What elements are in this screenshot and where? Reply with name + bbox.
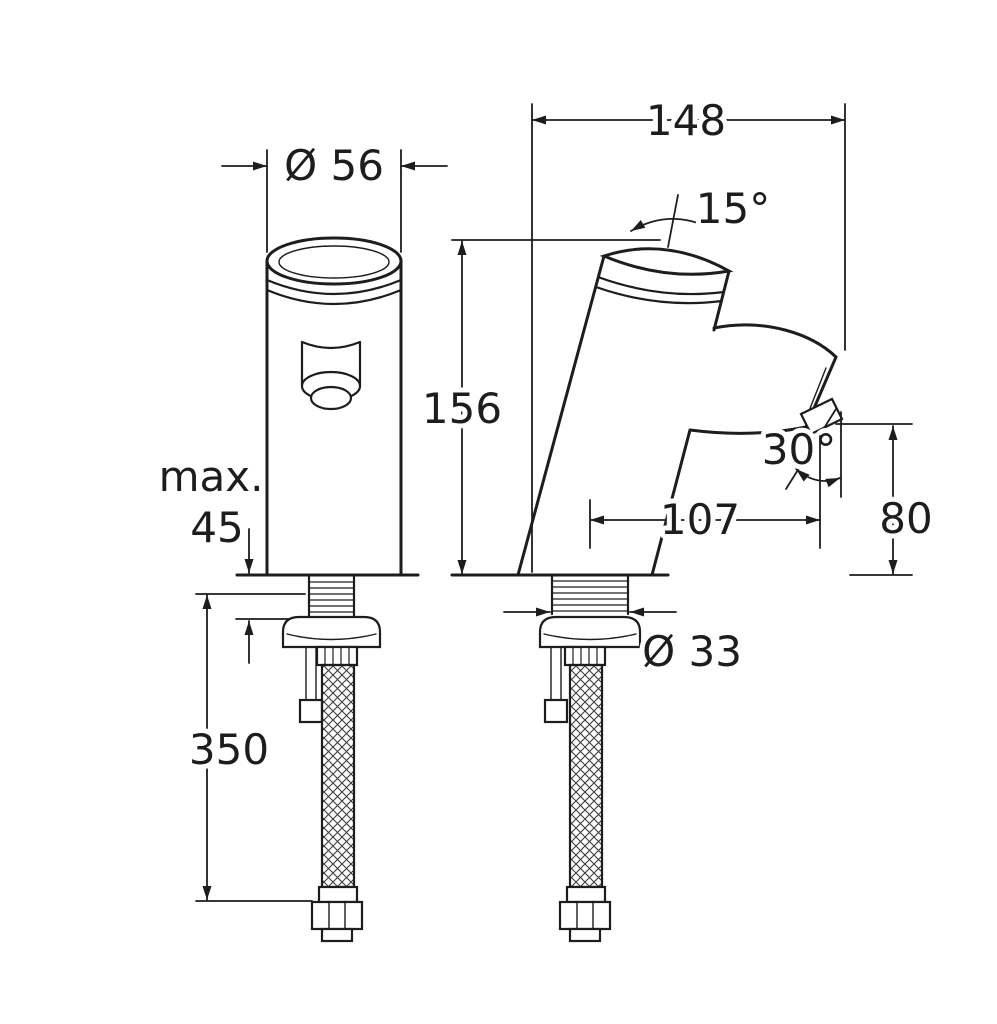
cable-plug <box>543 698 569 724</box>
sensor-cable <box>305 646 317 701</box>
hose-collar <box>563 645 607 667</box>
tap-cap-side <box>599 247 734 276</box>
dim-label-spout-angle: 30° <box>762 425 836 474</box>
dim-label-outlet-height: 80 <box>879 494 932 543</box>
body-right-edge-upper <box>712 269 731 332</box>
dim-label-max-counter-thickness: 45 <box>190 503 243 552</box>
outlet-axis-line <box>785 408 837 490</box>
dim-label-tilt-angle: 15° <box>696 184 770 233</box>
dim-label-overall-depth: 148 <box>646 96 726 145</box>
hose-end-nut <box>310 900 364 931</box>
dim-label-max-prefix: max. <box>159 452 264 501</box>
dimension-spout-angle: 30° <box>757 408 842 498</box>
dimension-max-counter-thickness: max. 45 <box>154 447 290 664</box>
mounting-nut <box>538 615 642 649</box>
dim-label-body-height: 156 <box>422 384 502 433</box>
dimension-body-diameter: Ø 56 <box>221 136 448 253</box>
mounting-nut-curve <box>286 633 377 641</box>
aerator-outlet <box>799 397 844 436</box>
extension-lines <box>195 593 313 902</box>
dim-label-mounting-hole-diameter: Ø 33 <box>642 627 742 676</box>
dimension-overall-depth: 148 <box>531 91 846 573</box>
cap-joint-band <box>594 275 726 305</box>
dimension-body-height: 156 <box>417 239 661 575</box>
hose-end-stub <box>320 927 354 943</box>
flexible-hose <box>320 663 356 889</box>
dim-label-body-diameter: Ø 56 <box>284 141 384 190</box>
dim-label-spout-reach: 107 <box>660 495 740 544</box>
extension-lines <box>531 103 846 573</box>
angle-reference-tick <box>667 194 679 248</box>
dimension-outlet-height: 80 <box>835 423 938 576</box>
extension-lines <box>835 423 913 576</box>
tap-body-sides <box>265 259 403 577</box>
hose-collar-ribs <box>572 646 598 666</box>
hose-end-collar <box>565 885 607 904</box>
angle-arc <box>795 468 841 488</box>
angle-arc <box>630 218 709 232</box>
hose-collar <box>315 645 359 667</box>
dim-label-hose-length: 350 <box>189 725 269 774</box>
hose-collar-ribs <box>324 646 350 666</box>
dimension-mounting-hole-diameter: Ø 33 <box>503 607 747 681</box>
spout <box>688 323 838 435</box>
front-view <box>235 236 420 943</box>
mounting-nut <box>281 615 382 649</box>
hose-end-nut-facets <box>328 901 346 930</box>
dimension-tilt-angle: 15° <box>630 179 775 248</box>
flexible-hose <box>568 663 604 889</box>
dimension-hose-length: 350 <box>184 593 313 902</box>
tap-cap-rim <box>278 245 390 279</box>
cable-plug <box>298 698 324 724</box>
hose-end-nut-facets <box>576 901 594 930</box>
hose-end-stub <box>568 927 602 943</box>
tap-cap-top <box>265 236 403 286</box>
body-left-edge <box>516 254 606 577</box>
sensor-nozzle <box>300 340 362 388</box>
shank-thread-hatch <box>551 580 629 612</box>
sensor-cable <box>550 646 562 701</box>
side-view <box>450 247 844 943</box>
mounting-nut-curve <box>543 633 637 641</box>
dimension-spout-reach: 107 <box>589 435 821 549</box>
hose-end-nut <box>558 900 612 931</box>
body-right-edge-lower <box>650 428 692 577</box>
threaded-shank <box>307 573 356 618</box>
cap-joint-lines <box>265 278 403 306</box>
hose-end-collar <box>317 885 359 904</box>
sensor-nozzle-inner <box>309 385 353 411</box>
shank-thread-hatch <box>308 581 355 613</box>
